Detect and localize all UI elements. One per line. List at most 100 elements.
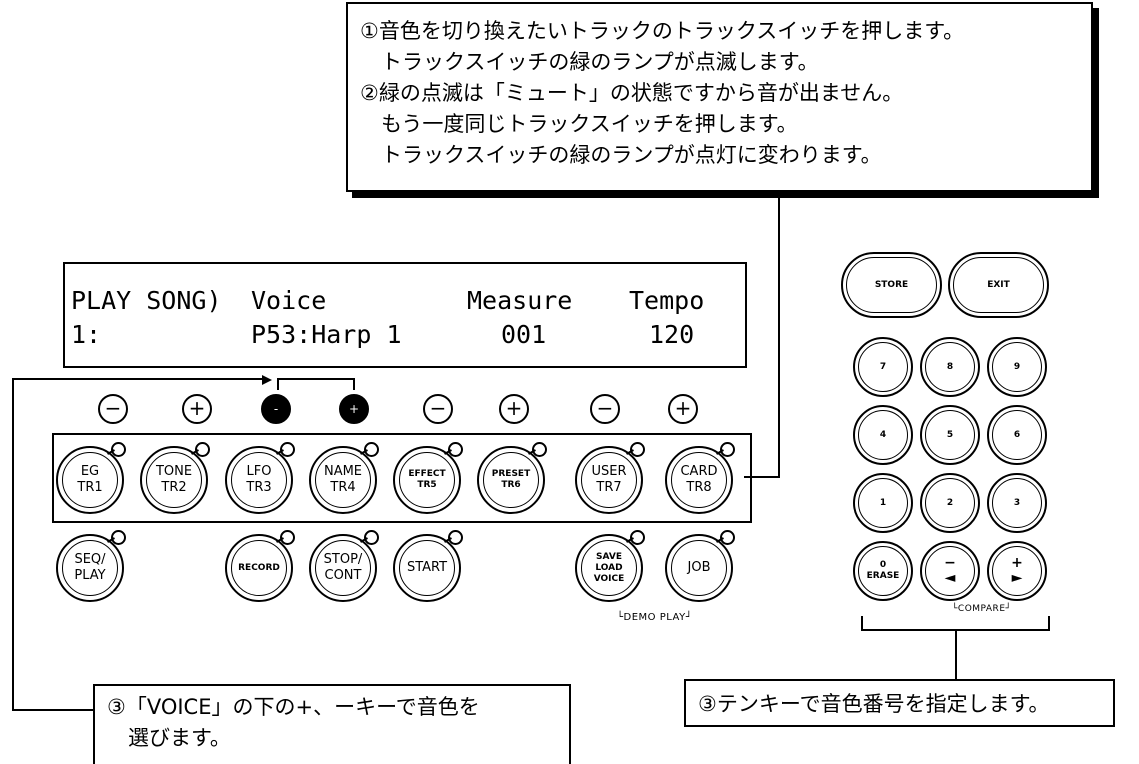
callout-line: ①音色を切り換えたいトラックのトラックスイッチを押します。 bbox=[360, 19, 965, 43]
button-label: TR2 bbox=[161, 480, 187, 495]
tempo-minus-key[interactable]: − bbox=[590, 394, 620, 424]
connector-line bbox=[778, 195, 780, 477]
record-button[interactable]: RECORD bbox=[225, 530, 295, 602]
button-label: USER bbox=[591, 464, 627, 479]
button-label: 3 bbox=[1013, 497, 1021, 508]
button-label: 2 bbox=[946, 497, 954, 508]
button-label: 1 bbox=[879, 497, 887, 508]
key-3[interactable]: 3 bbox=[987, 473, 1047, 533]
callout-line: ③「VOICE」の下の+、ーキーで音色を bbox=[107, 695, 480, 719]
key-7[interactable]: 7 bbox=[853, 337, 913, 397]
led-icon bbox=[364, 530, 379, 545]
key-8[interactable]: 8 bbox=[920, 337, 980, 397]
voice-plus-key-tr2[interactable]: + bbox=[182, 394, 212, 424]
seq-play-button[interactable]: SEQ/PLAY bbox=[56, 530, 126, 602]
callout-line: ②緑の点滅は「ミュート」の状態ですから音が出ません。 bbox=[360, 81, 904, 105]
demo-play-label: └DEMO PLAY┘ bbox=[617, 612, 693, 623]
callout-line: ③テンキーで音色番号を指定します。 bbox=[698, 692, 1050, 716]
led-icon bbox=[111, 442, 126, 457]
led-icon bbox=[364, 442, 379, 457]
button-label: EXIT bbox=[987, 279, 1010, 290]
track-button-panel bbox=[52, 433, 752, 523]
led-icon bbox=[720, 442, 735, 457]
button-label: TONE bbox=[155, 464, 193, 479]
callout-line: もう一度同じトラックスイッチを押します。 bbox=[360, 112, 798, 136]
lcd-track: 1: bbox=[71, 320, 102, 349]
led-icon bbox=[532, 442, 547, 457]
measure-plus-key[interactable]: + bbox=[499, 394, 529, 424]
start-button[interactable]: START bbox=[393, 530, 463, 602]
button-label: ERASE bbox=[866, 571, 900, 581]
button-label: TR3 bbox=[246, 480, 272, 495]
store-button[interactable]: STORE bbox=[841, 252, 942, 318]
measure-minus-key[interactable]: − bbox=[423, 394, 453, 424]
lcd-mode: PLAY SONG) bbox=[71, 286, 222, 315]
button-label: PLAY bbox=[74, 568, 106, 583]
button-label: TR8 bbox=[686, 480, 712, 495]
button-label: CARD bbox=[680, 464, 718, 479]
button-label: 4 bbox=[879, 429, 887, 440]
button-label: EG bbox=[80, 464, 100, 479]
button-label: TR1 bbox=[77, 480, 103, 495]
lcd-measure-value: 001 bbox=[501, 320, 547, 349]
lcd-display: PLAY SONG) Voice Measure Tempo 1: P53:Ha… bbox=[63, 262, 747, 368]
right-arrow-icon: ► bbox=[1011, 570, 1023, 586]
button-label: + bbox=[1011, 555, 1023, 571]
led-icon bbox=[720, 530, 735, 545]
key-9[interactable]: 9 bbox=[987, 337, 1047, 397]
bracket-line bbox=[1048, 616, 1050, 631]
bracket-line bbox=[277, 378, 279, 390]
button-label: − bbox=[944, 555, 956, 571]
callout-line: トラックスイッチの緑のランプが点灯に変わります。 bbox=[360, 143, 882, 167]
job-button[interactable]: JOB bbox=[665, 530, 735, 602]
key-2[interactable]: 2 bbox=[920, 473, 980, 533]
led-icon bbox=[630, 442, 645, 457]
voice-minus-key-tr1[interactable]: − bbox=[98, 394, 128, 424]
connector-line bbox=[12, 378, 264, 380]
voice-plus-key-tr4[interactable]: + bbox=[339, 394, 369, 424]
button-label: TR6 bbox=[501, 480, 521, 490]
key-5[interactable]: 5 bbox=[920, 405, 980, 465]
lcd-voice-value: P53:Harp 1 bbox=[251, 320, 402, 349]
connector-line bbox=[12, 709, 94, 711]
instruction-callout-keypad: ③テンキーで音色番号を指定します。 bbox=[684, 679, 1115, 727]
voice-minus-key-tr3[interactable]: - bbox=[261, 394, 291, 424]
button-label: 8 bbox=[946, 361, 954, 372]
stop-cont-button[interactable]: STOP/CONT bbox=[309, 530, 379, 602]
tempo-plus-key[interactable]: + bbox=[668, 394, 698, 424]
compare-plus-key[interactable]: +► bbox=[987, 541, 1047, 601]
button-label: JOB bbox=[687, 560, 711, 575]
led-icon bbox=[630, 530, 645, 545]
compare-minus-key[interactable]: −◄ bbox=[920, 541, 980, 601]
button-label: LFO bbox=[246, 464, 272, 479]
led-icon bbox=[448, 442, 463, 457]
button-label: STOP/ bbox=[323, 552, 363, 567]
lcd-voice-header: Voice bbox=[251, 286, 327, 315]
key-4[interactable]: 4 bbox=[853, 405, 913, 465]
button-label: NAME bbox=[323, 464, 363, 479]
button-label: EFFECT bbox=[408, 469, 446, 479]
key-6[interactable]: 6 bbox=[987, 405, 1047, 465]
lcd-tempo-header: Tempo bbox=[629, 286, 705, 315]
button-label: START bbox=[406, 560, 448, 575]
button-label: VOICE bbox=[593, 573, 625, 584]
button-label: TR5 bbox=[417, 480, 437, 490]
key-1[interactable]: 1 bbox=[853, 473, 913, 533]
exit-button[interactable]: EXIT bbox=[948, 252, 1049, 318]
button-label: TR7 bbox=[596, 480, 622, 495]
button-label: 0 bbox=[879, 560, 887, 570]
lcd-measure-header: Measure bbox=[467, 286, 573, 315]
button-label: 9 bbox=[1013, 361, 1021, 372]
callout-line: トラックスイッチの緑のランプが点滅します。 bbox=[360, 50, 819, 74]
button-label: SAVE bbox=[596, 551, 622, 562]
